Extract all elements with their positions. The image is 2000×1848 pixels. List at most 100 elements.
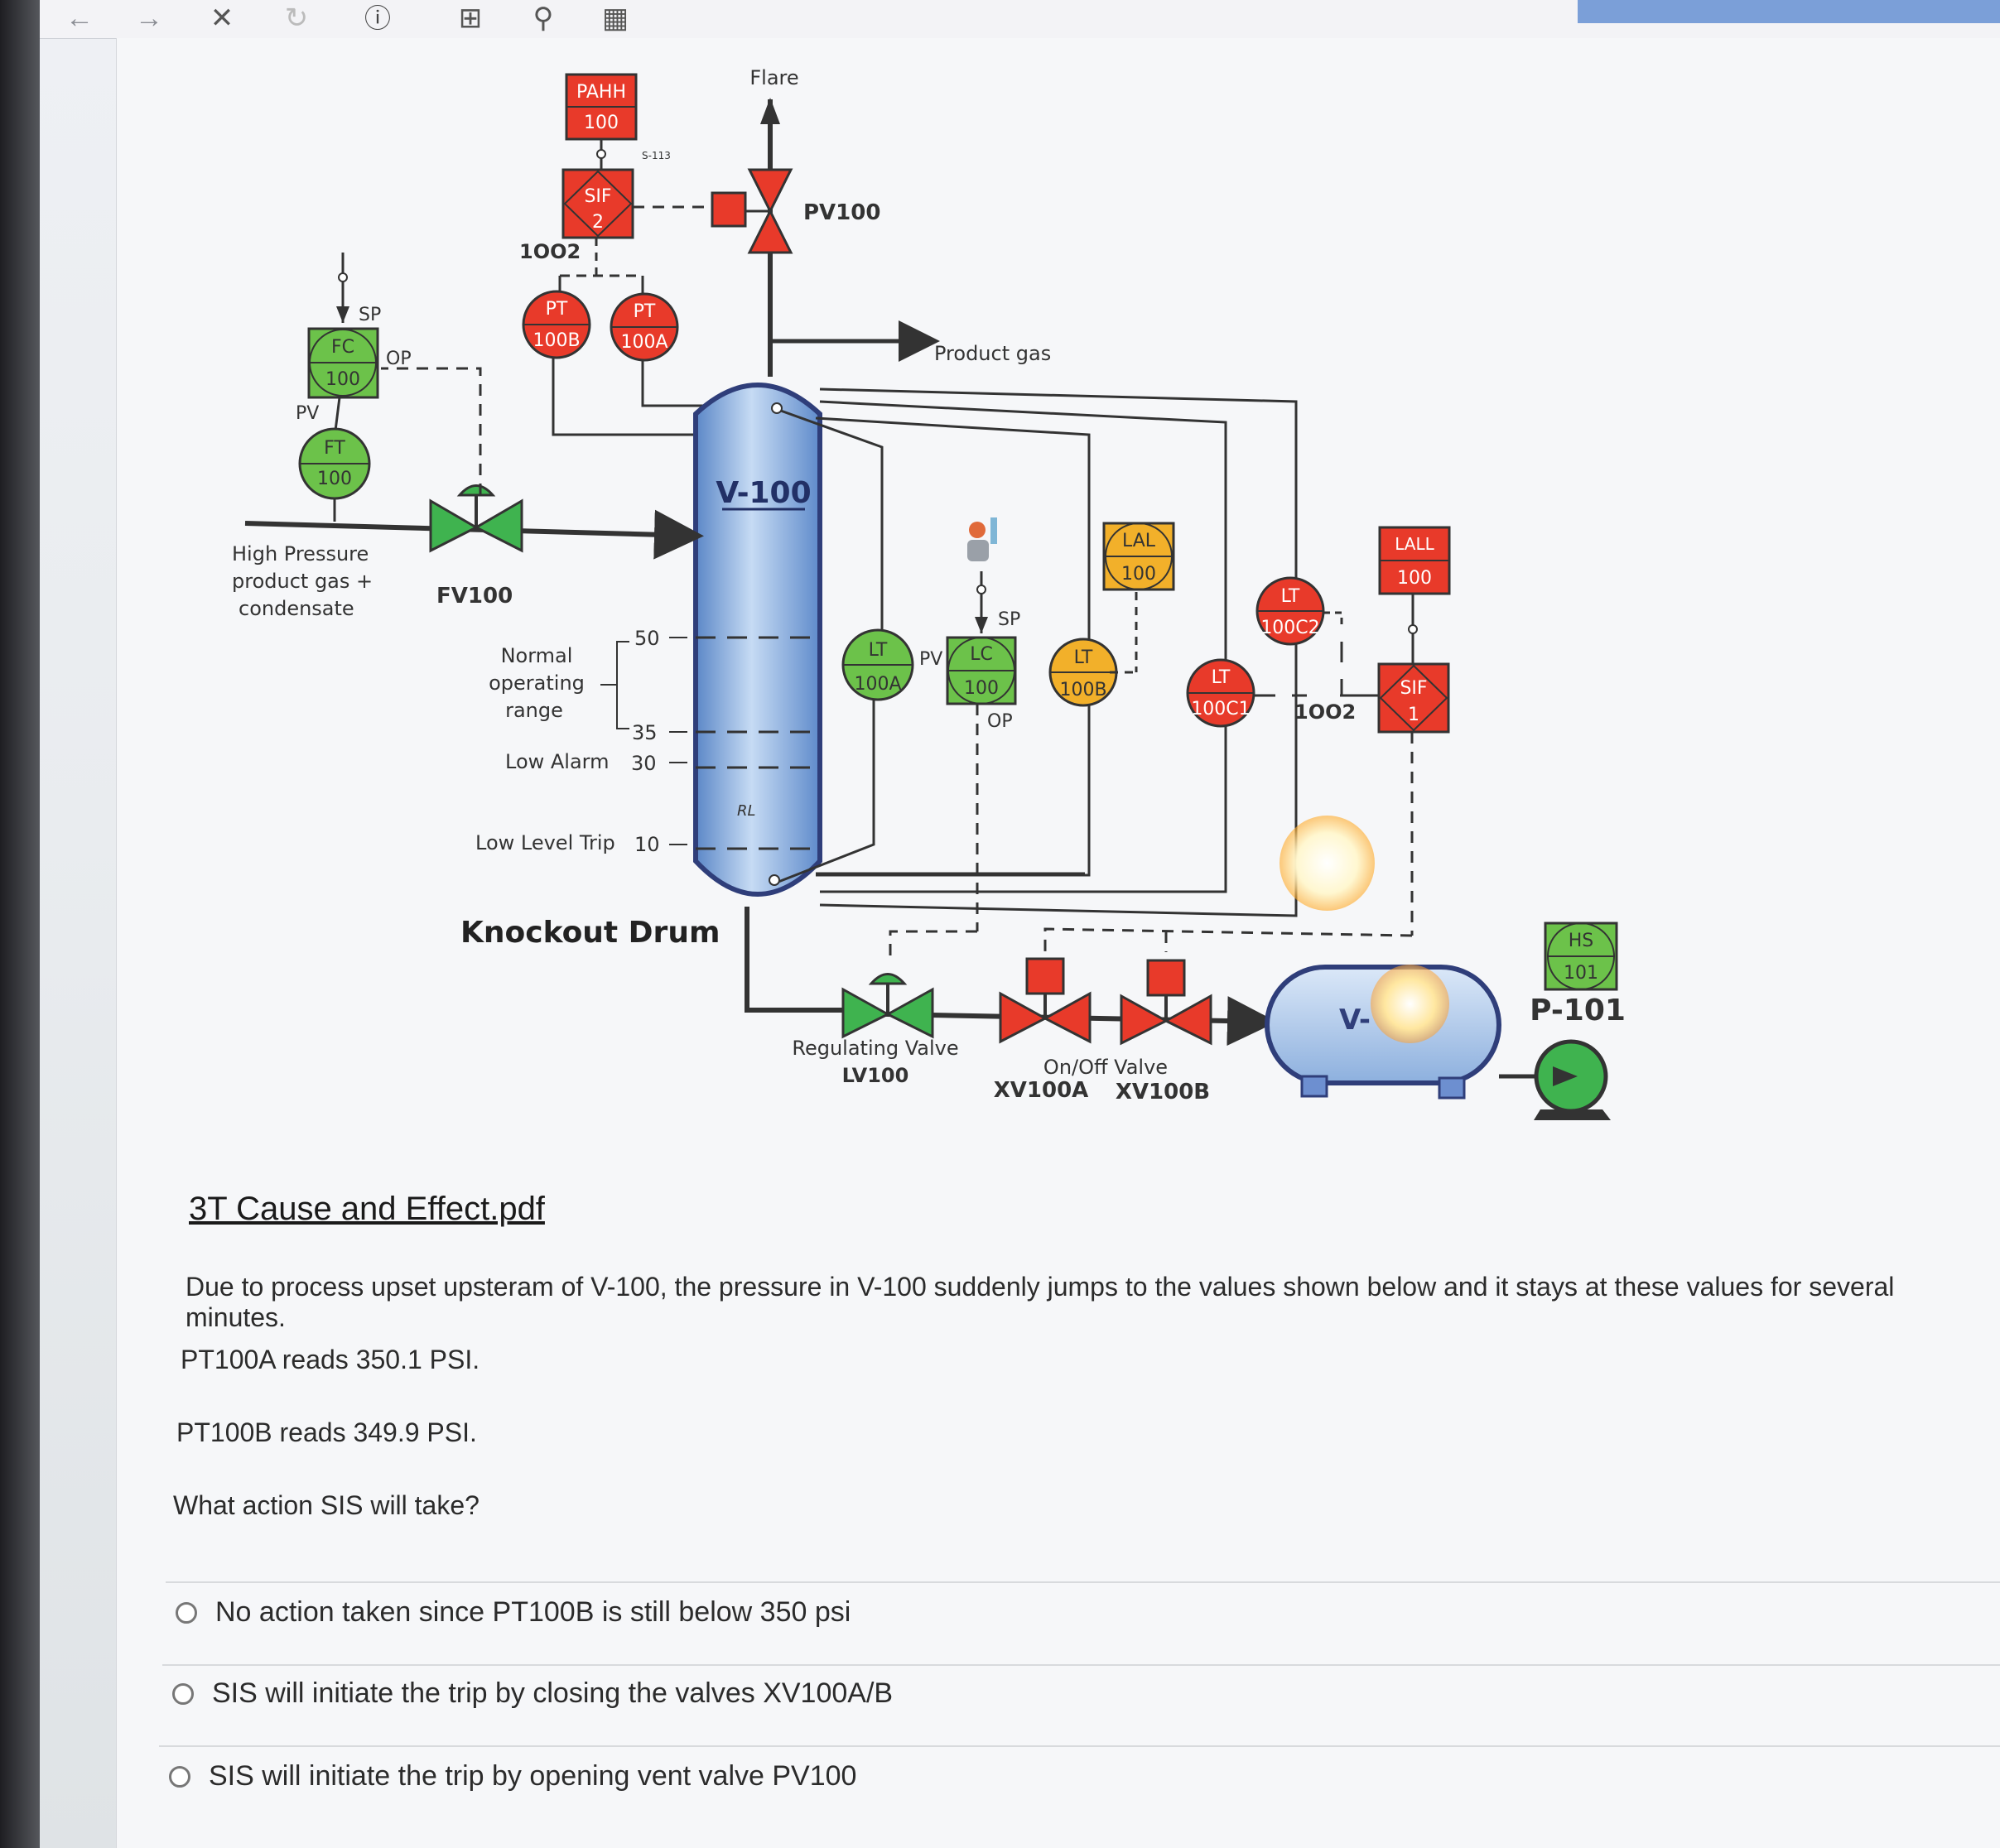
option-label: SIS will initiate the trip by closing th…: [212, 1677, 894, 1709]
screen-glare: [1371, 965, 1449, 1043]
info-icon[interactable]: ⓘ: [364, 3, 391, 33]
divider: [166, 1581, 2000, 1583]
calculator-icon[interactable]: ▦: [601, 2, 629, 34]
divider: [162, 1664, 2000, 1666]
pahh-tag: PAHH: [576, 82, 626, 103]
xv100a-valve[interactable]: [999, 957, 1092, 1044]
fc-num: 100: [325, 369, 360, 390]
lt100b-num: 100B: [1059, 680, 1106, 700]
sif2-tag: SIF: [584, 186, 611, 207]
add-page-icon[interactable]: ⊞: [458, 2, 483, 34]
hs-num: 101: [1564, 963, 1598, 984]
ft-tag: FT: [324, 438, 345, 459]
sp-label-lc: SP: [998, 609, 1020, 630]
answer-option-1[interactable]: No action taken since PT100B is still be…: [176, 1596, 851, 1629]
regulating-valve-label: Regulating Valve: [792, 1037, 958, 1060]
radio-button[interactable]: [176, 1601, 197, 1624]
attachment-link[interactable]: 3T Cause and Effect.pdf: [189, 1191, 545, 1227]
pt100b-tag: PT: [546, 299, 568, 320]
pv-label-fc: PV: [296, 403, 319, 424]
pt100a-num: 100A: [620, 332, 667, 353]
lt100a-tag: LT: [869, 640, 888, 661]
sif2-note: S-113: [642, 150, 671, 161]
xv100b-label: XV100B: [1116, 1080, 1210, 1104]
pt100b-num: 100B: [533, 330, 580, 351]
op-label-lc: OP: [987, 711, 1013, 732]
flare-label: Flare: [749, 66, 798, 89]
lv100-regulating-valve[interactable]: [841, 973, 934, 1039]
sif-2-box: [561, 168, 634, 239]
lv100-label: LV100: [842, 1064, 909, 1087]
close-icon[interactable]: ✕: [210, 2, 234, 34]
xv100a-label: XV100A: [994, 1078, 1089, 1103]
divider: [159, 1745, 2000, 1747]
refresh-icon[interactable]: ↻: [284, 2, 309, 34]
product-gas-label: Product gas: [934, 342, 1051, 365]
normal-line1: Normal: [501, 644, 573, 667]
fv100-valve[interactable]: [429, 484, 523, 553]
monitor-bezel: [0, 0, 40, 1848]
answer-option-2[interactable]: SIS will initiate the trip by closing th…: [172, 1677, 893, 1710]
pv100-label: PV100: [803, 200, 880, 225]
lt100c1-num: 100C1: [1191, 699, 1250, 719]
option-label: No action taken since PT100B is still be…: [215, 1596, 851, 1628]
low-alarm-label: Low Alarm: [505, 750, 610, 773]
radio-button[interactable]: [172, 1682, 194, 1705]
level-10: 10: [634, 833, 660, 856]
pv-label-lc: PV: [919, 649, 942, 670]
answer-option-3[interactable]: SIS will initiate the trip by opening ve…: [169, 1760, 856, 1793]
lall-tag: LALL: [1395, 534, 1434, 554]
v100-vessel: [693, 383, 822, 897]
sif2-num: 2: [592, 212, 604, 233]
sif-1-box: [1377, 662, 1450, 734]
prompt-text: What action SIS will take?: [173, 1490, 480, 1520]
fc-tag: FC: [331, 337, 354, 358]
tank-label: V-: [1339, 1003, 1371, 1037]
fv100-label: FV100: [436, 584, 513, 609]
back-arrow-icon[interactable]: ←: [65, 2, 94, 34]
lc-tag: LC: [970, 644, 993, 665]
viewer-toolbar: ← → ✕ ↻ ⓘ ⊞ ⚲ ▦: [40, 0, 2000, 39]
pv100-valve[interactable]: [711, 168, 793, 254]
level-30: 30: [631, 752, 657, 775]
normal-line2: operating: [489, 671, 585, 695]
pt100b-reading: PT100B reads 349.9 PSI.: [176, 1417, 477, 1447]
lal-tag: LAL: [1122, 531, 1156, 551]
v100-label: V-100: [716, 476, 811, 510]
pid-diagram: Flare PV100 Product gas PAHH 100 S-113 S…: [232, 66, 1626, 1120]
screen-glare: [1280, 816, 1375, 911]
onoff-valve-label: On/Off Valve: [1043, 1056, 1168, 1079]
vote-1oo2-top: 1OO2: [519, 240, 581, 263]
sp-label-fc: SP: [359, 305, 381, 325]
option-label: SIS will initiate the trip by opening ve…: [209, 1760, 857, 1792]
pt100a-reading: PT100A reads 350.1 PSI.: [181, 1345, 480, 1374]
document-page: [116, 38, 2000, 1848]
sif1-tag: SIF: [1400, 678, 1427, 699]
forward-arrow-icon[interactable]: →: [135, 2, 163, 34]
lall-num: 100: [1397, 568, 1432, 589]
lt100b-tag: LT: [1074, 647, 1093, 668]
sif1-num: 1: [1408, 705, 1419, 725]
radio-button[interactable]: [169, 1765, 190, 1788]
vote-1oo2-right: 1OO2: [1294, 700, 1356, 724]
toolbar-accent: [1578, 0, 2000, 23]
pahh-num: 100: [584, 113, 619, 133]
rl-label: RL: [737, 802, 756, 820]
xv100b-valve[interactable]: [1120, 959, 1212, 1046]
operator-icon: [967, 517, 997, 561]
inlet-line1: High Pressure: [232, 542, 369, 565]
lt100c1-tag: LT: [1212, 667, 1231, 688]
flare-arrow-icon: [760, 98, 780, 124]
lt100a-num: 100A: [854, 674, 901, 695]
hs-tag: HS: [1569, 931, 1594, 951]
lt100c2-num: 100C2: [1260, 618, 1319, 638]
pt100a-tag: PT: [634, 301, 656, 322]
search-icon[interactable]: ⚲: [533, 2, 554, 34]
inlet-line3: condensate: [239, 597, 354, 620]
lt100c2-tag: LT: [1281, 586, 1300, 607]
inlet-line2: product gas +: [232, 570, 373, 593]
level-lines: [696, 636, 820, 850]
op-label-fc: OP: [386, 349, 412, 369]
p101-pump[interactable]: [1534, 1039, 1611, 1120]
